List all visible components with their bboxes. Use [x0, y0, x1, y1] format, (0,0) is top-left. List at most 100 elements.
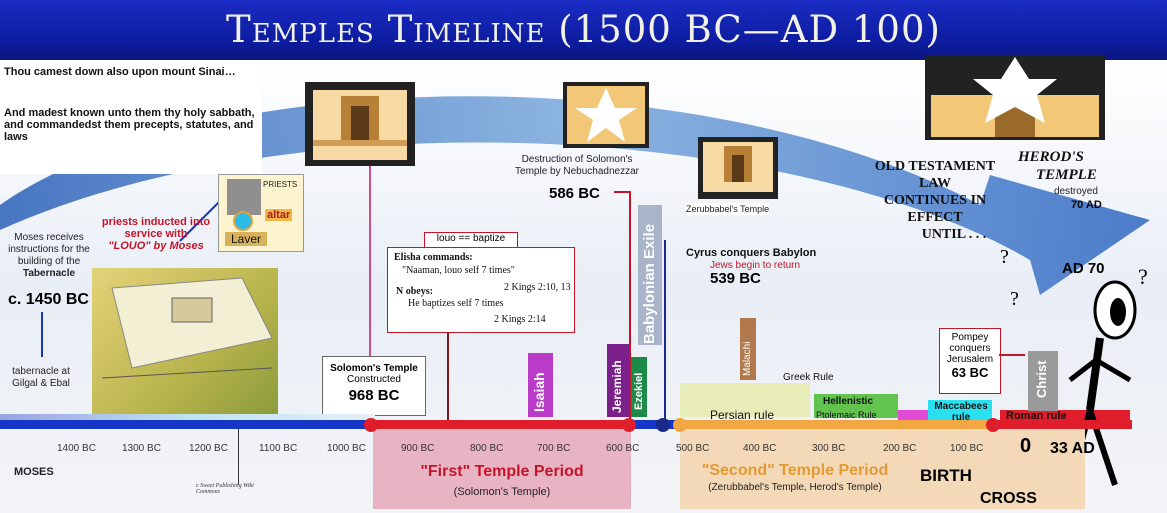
solomon-marker-line — [369, 166, 371, 356]
laver-icon — [233, 211, 253, 231]
priests-figure-icon — [227, 179, 261, 215]
timeline-first-period — [373, 420, 631, 429]
timeline-second-period — [680, 420, 992, 429]
tabernacle-image — [92, 268, 278, 414]
tick-800: 800 BC — [470, 443, 503, 454]
ot-line-2: LAW — [855, 175, 1015, 192]
herod-destroyed-date: 70 AD — [1071, 199, 1102, 211]
altar-label: altar — [265, 209, 292, 221]
cyrus-marker-line — [664, 240, 666, 427]
zerubbabel-temple-icon — [698, 137, 778, 199]
herod-title: HEROD'S TEMPLE — [1018, 148, 1097, 184]
tick-1100: 1100 BC — [259, 443, 297, 454]
dot-pompey — [986, 418, 1000, 432]
priests-louo: "LOUO" by Moses — [96, 240, 216, 252]
pompey-box: Pompey conquers Jerusalem 63 BC — [939, 328, 1001, 394]
elisha-l1: Elisha commands: — [394, 252, 473, 264]
elisha-l3: 2 Kings 2:10, 13 — [504, 282, 571, 294]
dot-solomon — [364, 418, 378, 432]
zerubbabel-label: Zerubbabel's Temple — [686, 203, 769, 215]
louo-box: louo == baptize — [424, 232, 518, 248]
first-period-sub: (Solomon's Temple) — [373, 486, 631, 498]
timeline-early — [0, 420, 375, 429]
quote-line-1: Thou camest down also upon mount Sinai… — [4, 66, 254, 78]
ot-line-1: OLD TESTAMENT — [855, 158, 1015, 175]
ot-line-4: EFFECT — [855, 209, 1015, 226]
christ-label: Christ — [1034, 360, 1049, 398]
pompey-pointer — [999, 354, 1025, 356]
greek-rule-label: Greek Rule — [783, 372, 834, 383]
tick-700: 700 BC — [537, 443, 570, 454]
first-period-label: "First" Temple Period — [373, 463, 631, 481]
old-testament-law-text: OLD TESTAMENT LAW CONTINUES IN EFFECT UN… — [855, 158, 1015, 243]
second-period-sub: (Zerubbabel's Temple, Herod's Temple) — [680, 482, 910, 493]
herod-temple-icon — [925, 55, 1105, 140]
tabernacle-caption: tabernacle at Gilgal & Ebal — [6, 366, 76, 390]
moses-marker-line — [41, 312, 43, 357]
ptolemaic-label: Ptolemaic Rule — [816, 410, 877, 420]
solomon-title: Solomon's Temple — [323, 363, 425, 374]
ot-line-5: UNTIL . . . — [855, 226, 1015, 243]
solomon-sub: Constructed — [323, 374, 425, 385]
second-period-label: "Second" Temple Period — [680, 462, 910, 480]
birth-label: BIRTH — [920, 466, 972, 486]
tick-600: 600 BC — [606, 443, 639, 454]
moses-caption: Moses receives instructions for the buil… — [2, 232, 96, 280]
tick-500: 500 BC — [676, 443, 709, 454]
priests-img-label: PRIESTS — [263, 179, 297, 191]
moses-date: c. 1450 BC — [8, 291, 89, 309]
ezekiel-label: Ezekiel — [633, 373, 645, 410]
zero-label: 0 — [1020, 435, 1031, 458]
timeline-roman — [992, 420, 1132, 429]
dot-cyrus — [656, 418, 670, 432]
jeremiah-label: Jeremiah — [610, 360, 624, 413]
exile-label: Babylonian Exile — [641, 224, 658, 344]
tick-200: 200 BC — [883, 443, 916, 454]
credit-line — [238, 429, 239, 485]
tick-1400: 1400 BC — [57, 443, 96, 454]
tick-1200: 1200 BC — [189, 443, 228, 454]
destroyed-temple-icon — [563, 82, 649, 148]
priests-caption-text: priests inducted into service with — [96, 216, 216, 240]
tick-100: 100 BC — [950, 443, 983, 454]
tick-300: 300 BC — [812, 443, 845, 454]
elisha-l2: "Naaman, louo self 7 times" — [402, 265, 515, 277]
destruction-date: 586 BC — [549, 185, 600, 202]
herod-title-2: TEMPLE — [1018, 166, 1097, 184]
tick-1300: 1300 BC — [122, 443, 161, 454]
question-mark-1: ? — [1000, 246, 1009, 269]
moses-caption-bold: Tabernacle — [23, 268, 75, 279]
cyrus-date: 539 BC — [710, 270, 761, 287]
question-mark-2: ? — [1010, 288, 1019, 311]
malachi-label: Malachi — [742, 342, 753, 376]
priests-caption: priests inducted into service with "LOUO… — [96, 216, 216, 252]
svg-text:?: ? — [1138, 264, 1148, 289]
quote-line-2: And madest known unto them thy holy sabb… — [4, 107, 256, 143]
cross-label: CROSS — [980, 490, 1037, 508]
destruction-caption: Destruction of Solomon's Temple by Nebuc… — [507, 154, 647, 178]
page-title: Temples Timeline (1500 BC—AD 100) — [0, 8, 1167, 51]
image-credit: c Sweet Publishing Wiki Commons — [196, 483, 266, 495]
maccabees-line-1: Maccabees — [931, 401, 991, 412]
tick-900: 900 BC — [401, 443, 434, 454]
destruction-pointer-h — [614, 191, 630, 193]
herod-destroyed: destroyed — [1054, 186, 1098, 198]
isaiah-label: Isaiah — [531, 372, 547, 412]
dot-destruction — [622, 418, 636, 432]
pompey-text: Pompey conquers Jerusalem — [940, 332, 1000, 365]
cyrus-title: Cyrus conquers Babylon — [686, 247, 816, 259]
ad33-label: 33 AD — [1050, 440, 1095, 458]
pompey-date: 63 BC — [940, 365, 1000, 380]
tick-400: 400 BC — [743, 443, 776, 454]
elisha-l4: N obeys: — [396, 286, 433, 298]
destruction-line-2: Temple by Nebuchadnezzar — [507, 166, 647, 178]
elisha-l6: 2 Kings 2:14 — [494, 314, 546, 326]
elisha-marker-line — [447, 333, 449, 427]
destruction-line-1: Destruction of Solomon's — [507, 154, 647, 166]
herod-title-1: HEROD'S — [1018, 148, 1097, 166]
laver-label: Laver — [225, 232, 267, 246]
quote-reference: Nehemiah 9:13,14 — [80, 156, 173, 168]
hellenistic-label: Hellenistic — [823, 396, 873, 407]
dot-return — [673, 418, 687, 432]
elisha-l5: He baptizes self 7 times — [408, 298, 504, 310]
